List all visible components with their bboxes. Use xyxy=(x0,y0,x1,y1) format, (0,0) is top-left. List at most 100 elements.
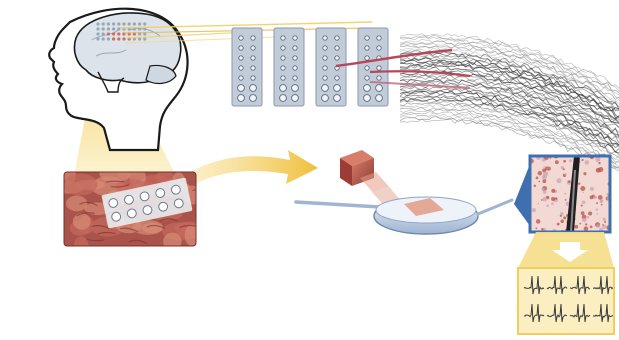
electrode-contact xyxy=(335,46,339,50)
cell-speckle xyxy=(543,166,545,168)
electrode-contact xyxy=(376,85,383,92)
cell-speckle xyxy=(535,227,537,229)
cell-speckle xyxy=(595,208,597,210)
electrode-dot xyxy=(112,32,115,35)
cell-speckle xyxy=(579,223,581,225)
cell-speckle xyxy=(538,171,542,175)
tissue-gyrus xyxy=(66,196,87,212)
cell-speckle xyxy=(596,224,600,228)
electrode-contact xyxy=(281,56,285,60)
cell-speckle xyxy=(536,177,539,180)
magnify-funnel xyxy=(514,164,530,226)
cell-speckle xyxy=(581,211,585,215)
electrode-contact xyxy=(334,85,341,92)
cell-speckle xyxy=(596,202,598,204)
tissue-sulcus xyxy=(195,208,213,211)
electrode-contact xyxy=(335,56,339,60)
electrode-contact xyxy=(238,85,245,92)
electrode-dot xyxy=(122,37,125,40)
electrode-contact xyxy=(281,66,285,70)
cell-speckle xyxy=(542,197,547,202)
cell-speckle xyxy=(596,213,598,215)
electrode-dot xyxy=(143,22,146,25)
electrode-contact xyxy=(250,95,257,102)
cell-speckle xyxy=(601,204,603,206)
cell-speckle xyxy=(604,221,606,223)
electrode-dot xyxy=(112,22,115,25)
electrode-contact xyxy=(364,85,371,92)
cell-speckle xyxy=(569,159,572,162)
electrode-contact xyxy=(365,46,369,50)
electrode-contact xyxy=(322,95,329,102)
electrode-contact xyxy=(293,46,297,50)
cell-speckle xyxy=(600,200,603,203)
electrode-contact xyxy=(335,76,339,80)
electrode-contact xyxy=(323,36,327,40)
cell-speckle xyxy=(581,205,583,207)
tissue-gyrus xyxy=(185,225,199,246)
electrode-contact xyxy=(322,85,329,92)
cell-speckle xyxy=(563,216,566,219)
tissue-gyrus xyxy=(73,213,91,230)
electrode-contact xyxy=(281,46,285,50)
electrode-contact xyxy=(365,36,369,40)
cell-speckle xyxy=(588,211,592,215)
electrode-contact xyxy=(377,76,381,80)
electrode-contact xyxy=(280,95,287,102)
cell-speckle xyxy=(602,224,604,226)
electrode-contact xyxy=(335,36,339,40)
electrode-contact xyxy=(239,46,243,50)
cell-speckle xyxy=(551,202,554,205)
electrode-contact xyxy=(239,36,243,40)
electrode-dot xyxy=(122,22,125,25)
electrode-contact xyxy=(239,66,243,70)
cell-speckle xyxy=(551,197,555,201)
cell-speckle xyxy=(574,225,578,229)
electrode-array-strip xyxy=(358,28,388,106)
electrode-dot xyxy=(117,32,120,35)
cell-speckle xyxy=(542,179,546,183)
electrode-contact xyxy=(292,85,299,92)
cell-speckle xyxy=(593,195,597,199)
electrode-dot xyxy=(96,37,99,40)
electrode-contact xyxy=(323,66,327,70)
electrode-dot xyxy=(117,22,120,25)
cell-speckle xyxy=(587,216,590,219)
cell-speckle xyxy=(590,226,593,229)
cell-speckle xyxy=(564,173,566,175)
electrode-contact xyxy=(238,95,245,102)
electrode-contact xyxy=(377,46,381,50)
electrode-contact xyxy=(293,76,297,80)
electrode-contact xyxy=(377,66,381,70)
electrode-dot xyxy=(102,32,105,35)
electrode-contact xyxy=(323,46,327,50)
cell-speckle xyxy=(555,160,559,164)
cell-speckle xyxy=(541,199,543,201)
cell-speckle xyxy=(598,195,603,200)
electrode-contact xyxy=(292,95,299,102)
cell-speckle xyxy=(603,218,606,221)
cell-speckle xyxy=(563,160,566,163)
cell-speckle xyxy=(590,187,594,191)
neural-signal-bundle-icon xyxy=(400,34,619,172)
signal-strand xyxy=(400,41,619,98)
cell-speckle xyxy=(538,203,540,205)
electrode-dot xyxy=(133,22,136,25)
cell-speckle xyxy=(564,193,566,195)
tissue-gyrus xyxy=(63,174,97,196)
electrode-dot xyxy=(128,22,131,25)
cell-speckle xyxy=(568,181,570,183)
cell-speckle xyxy=(555,197,557,199)
cell-speckle xyxy=(585,223,587,225)
electrode-contact xyxy=(365,76,369,80)
electrode-contact xyxy=(365,56,369,60)
cell-speckle xyxy=(598,162,600,164)
cell-speckle xyxy=(536,219,541,224)
cell-speckle xyxy=(541,228,543,230)
electrode-contact xyxy=(323,56,327,60)
electrode-contact xyxy=(251,36,255,40)
electrode-dot xyxy=(112,27,115,30)
cell-speckle xyxy=(534,185,536,187)
